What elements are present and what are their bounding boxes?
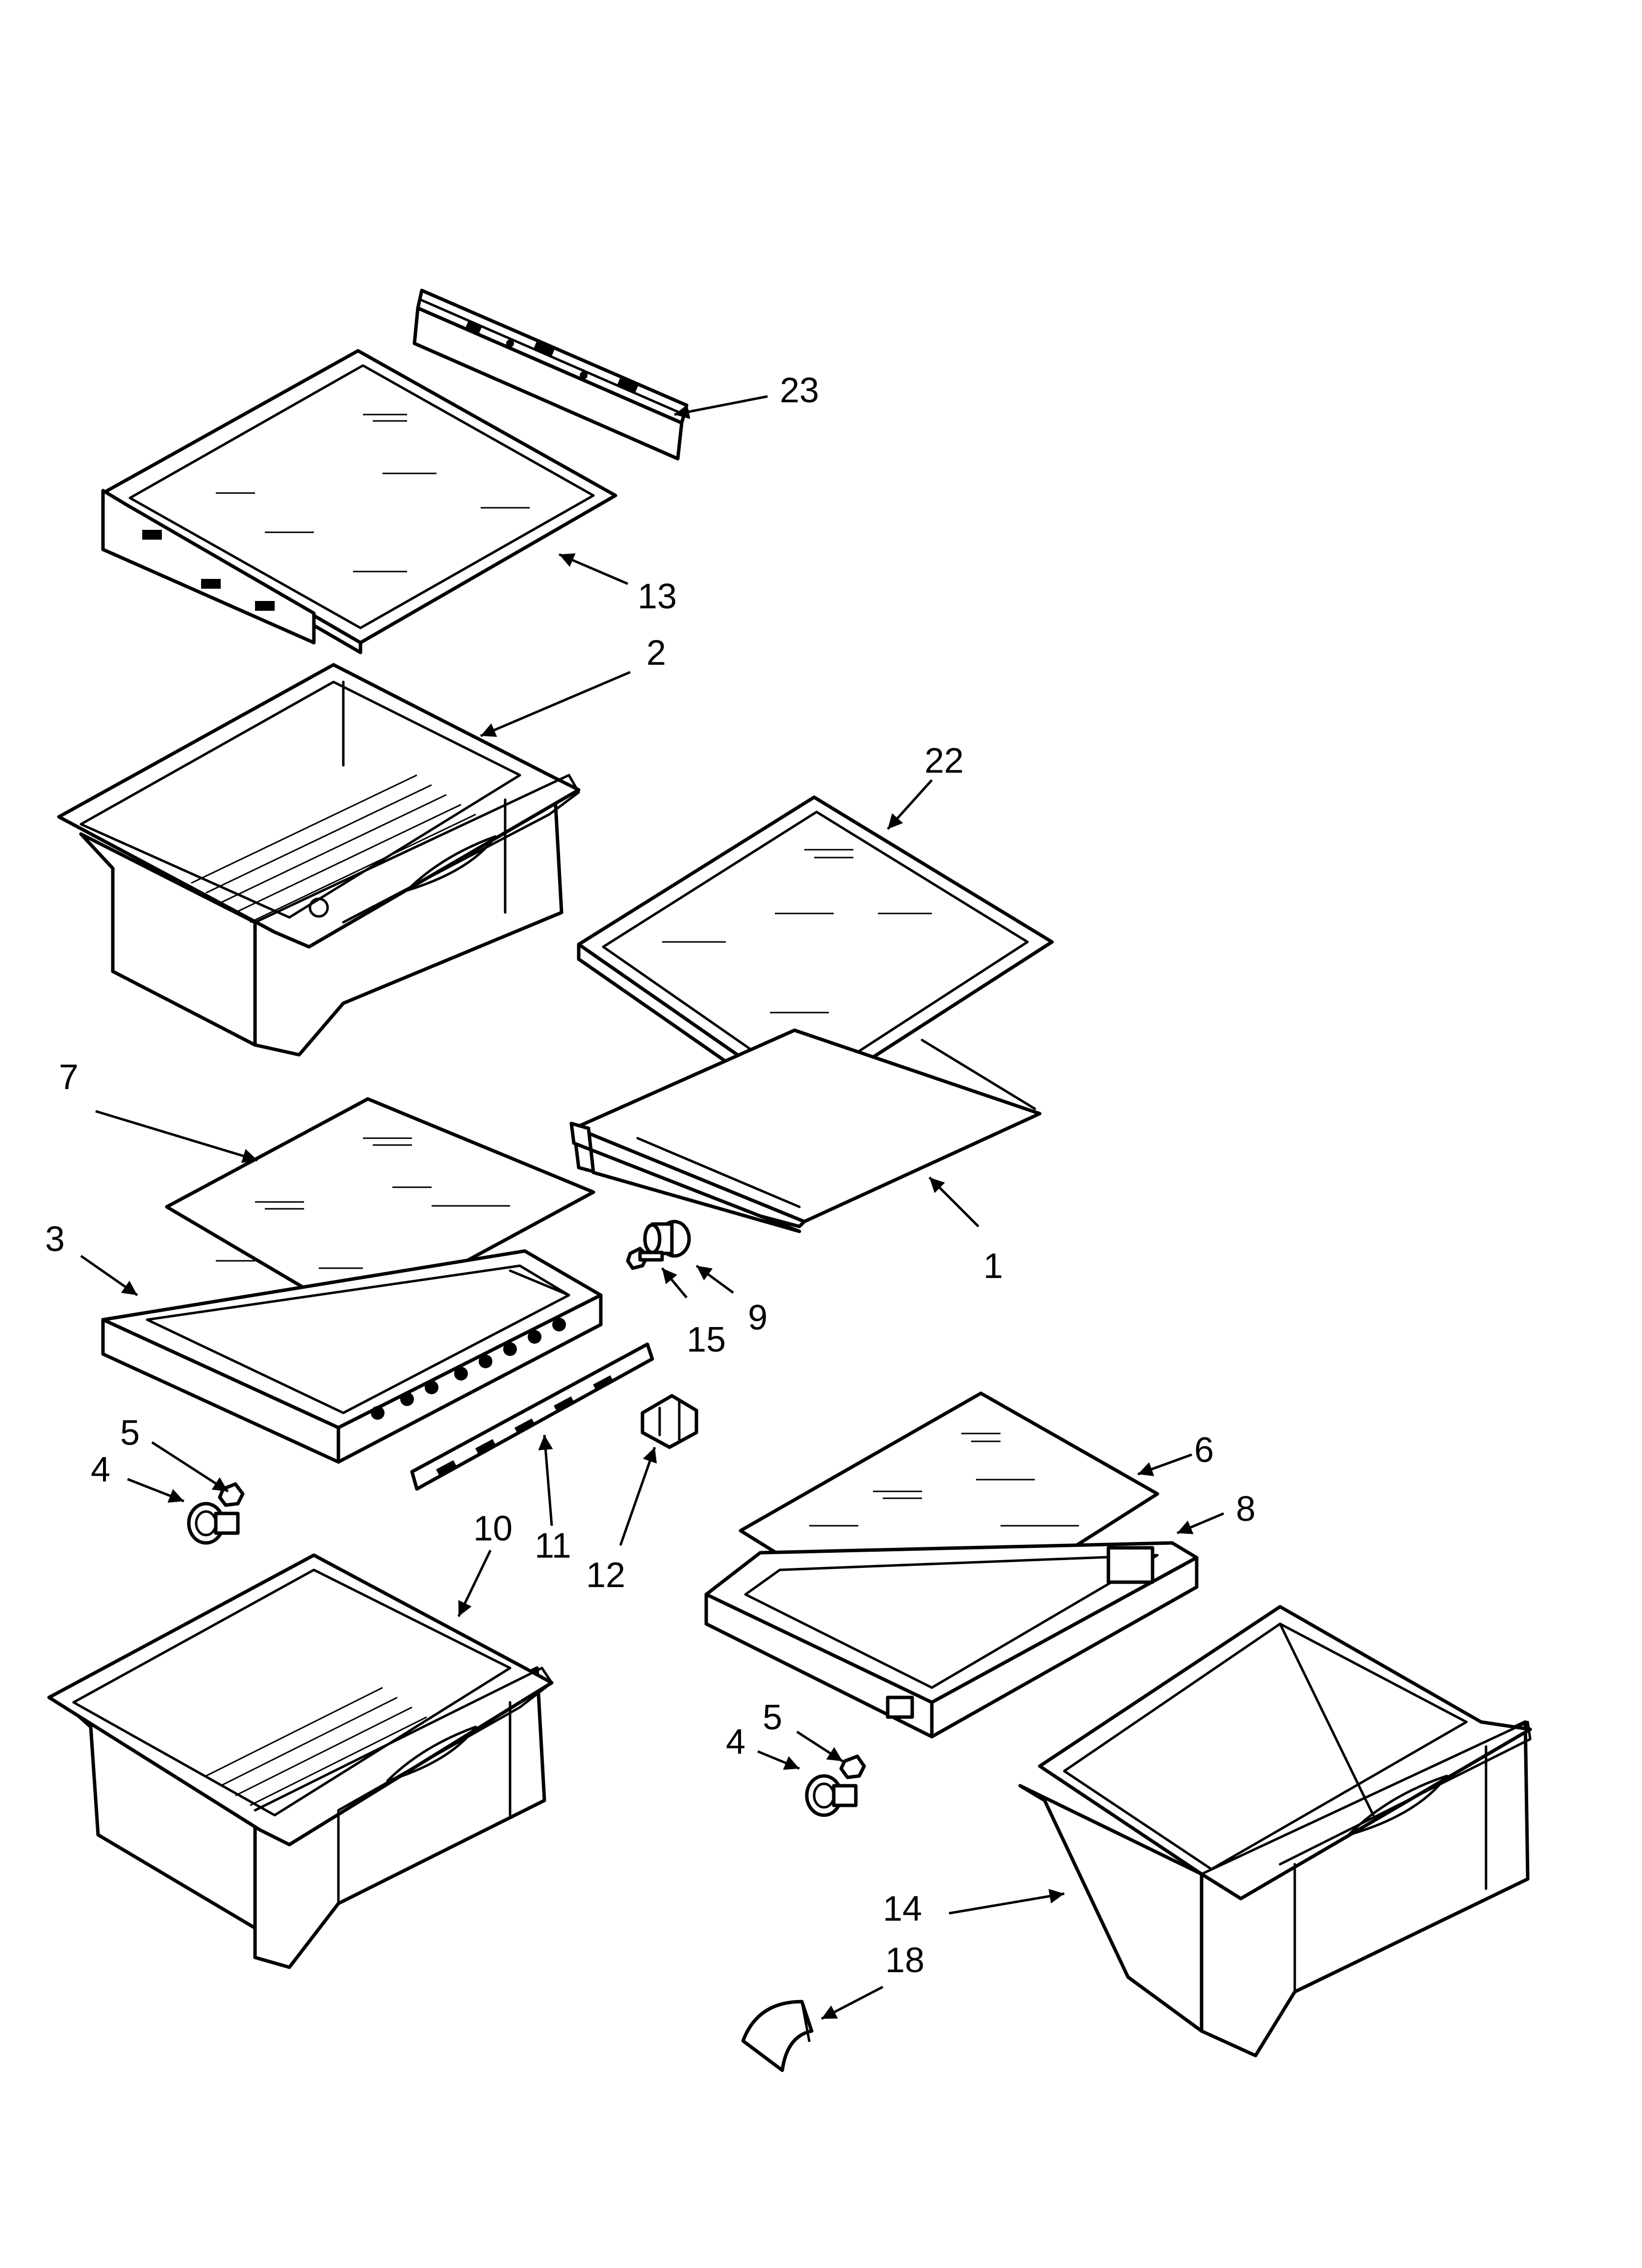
leader-2 [480,671,631,737]
callout-18: 18 [885,1941,924,1980]
leader-lines [80,395,1224,2020]
part-5-screw-right [839,1754,866,1779]
part-18-cap [741,2000,814,2072]
callout-labels: 23 13 2 22 7 1 3 9 15 5 4 10 11 12 6 8 5… [45,371,1256,1980]
callout-12: 12 [586,1556,625,1595]
part-15-screw [626,1247,664,1270]
part-11-slide-rail [410,1342,654,1491]
leader-6 [1137,1453,1192,1476]
callout-3: 3 [45,1220,65,1259]
callout-14: 14 [883,1889,922,1929]
callout-2: 2 [646,633,666,673]
leader-18 [821,1985,884,2020]
part-12-clip [641,1394,698,1449]
part-8-cover-frame-right [704,1541,1199,1739]
part-3-cover-frame [101,1249,603,1464]
callout-5-left: 5 [120,1413,140,1453]
callout-15: 15 [687,1320,726,1359]
callout-7: 7 [59,1058,78,1097]
leader-5-right [796,1730,844,1763]
callout-4-left: 4 [91,1450,110,1489]
part-10-lower-left-drawer [47,1553,554,1969]
callout-1: 1 [983,1247,1003,1286]
leader-7 [95,1110,258,1163]
callout-10: 10 [473,1509,513,1548]
leader-3 [80,1254,138,1297]
part-4-roller-right [805,1774,858,1817]
leader-23 [674,395,768,419]
part-23-rear-rail [412,288,689,461]
leader-10 [457,1549,492,1617]
part-7-glass-insert [165,1097,595,1322]
callout-13: 13 [638,577,677,616]
callout-6: 6 [1194,1431,1214,1470]
callout-4-right: 4 [726,1722,745,1762]
leader-1 [928,1176,979,1227]
callout-11: 11 [535,1526,571,1565]
leader-5-left [151,1441,229,1493]
part-1-shelf-frame [569,1028,1042,1233]
leader-12 [619,1447,657,1546]
leader-4-left [127,1478,184,1503]
leader-15 [661,1267,688,1299]
leader-11 [538,1434,553,1526]
part-4-roller-left [187,1502,240,1545]
callout-22: 22 [924,741,964,781]
part-2-upper-drawer [57,663,581,1057]
leader-9 [695,1264,734,1294]
callout-9: 9 [748,1298,768,1337]
callout-8: 8 [1236,1489,1256,1529]
part-13-top-shelf [101,349,617,654]
leader-8 [1177,1512,1224,1535]
leader-13 [559,553,628,585]
part-9-roller [643,1220,691,1258]
leader-14 [949,1889,1065,1915]
leader-4-right [757,1750,800,1770]
callout-23: 23 [780,371,819,410]
part-14-lower-right-drawer [1018,1605,1532,2058]
callout-5-right: 5 [763,1698,782,1737]
leader-22 [887,779,933,830]
